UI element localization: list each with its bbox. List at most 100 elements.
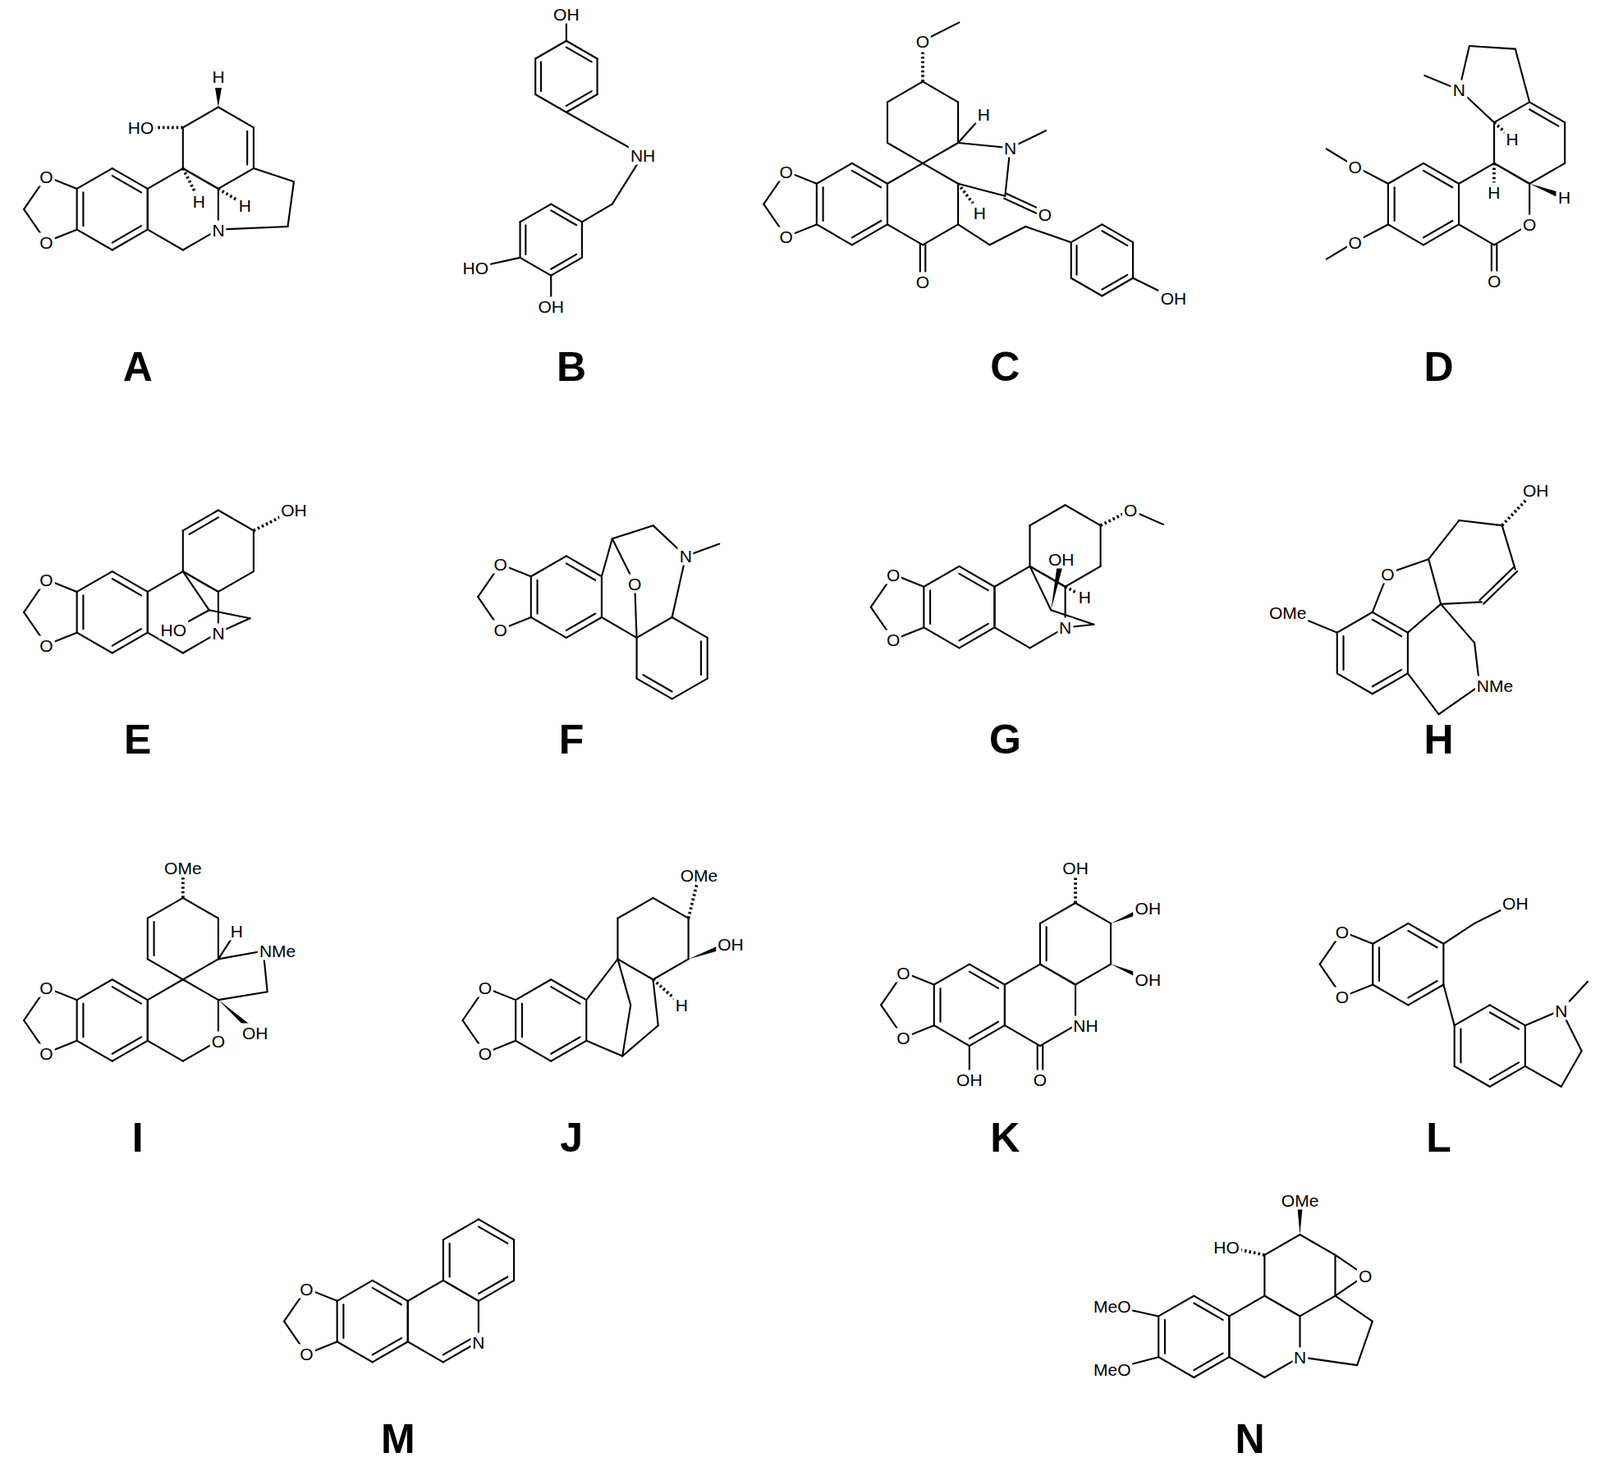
bond-line <box>112 986 142 1004</box>
bond-line <box>1489 1012 1519 1029</box>
bond-line <box>566 614 596 631</box>
bond-line <box>1264 1234 1300 1256</box>
bond-line <box>1407 604 1441 633</box>
atom-label: MeO <box>1091 1297 1133 1316</box>
bond-line <box>993 586 995 629</box>
bond-line <box>183 571 219 592</box>
atom-label: HO <box>1211 1237 1242 1257</box>
bond-line <box>146 591 149 633</box>
bond-line <box>147 168 184 189</box>
bond-line <box>518 221 521 258</box>
atom-label: O <box>1031 1070 1049 1090</box>
bond-line <box>1494 163 1530 184</box>
bond-line <box>183 571 210 610</box>
compound-letter: K <box>988 1117 1022 1159</box>
bond-line <box>617 898 653 919</box>
bond-line <box>1071 278 1103 297</box>
bond-line <box>1378 947 1380 982</box>
atom-label: N <box>1451 80 1468 100</box>
bond-line <box>1299 1296 1335 1317</box>
bond-line <box>600 576 603 618</box>
atom-label: MeO <box>1091 1360 1133 1380</box>
bond-line <box>1372 669 1402 687</box>
atom-label: H <box>1556 187 1573 207</box>
atom-label: O <box>894 962 912 982</box>
bond-line <box>582 204 613 223</box>
atom-label: O <box>1357 1265 1374 1285</box>
atom-label: O <box>37 167 55 187</box>
atom-label: O <box>1485 270 1503 290</box>
atom-label: OH <box>1133 898 1164 918</box>
bond-line <box>1004 984 1006 1026</box>
bond-line <box>1387 183 1390 225</box>
atom-label: N <box>210 220 226 239</box>
bond-line <box>76 188 78 230</box>
bond-line <box>77 229 113 251</box>
bond-line <box>147 958 184 980</box>
bond-line <box>531 617 567 638</box>
compound-letter: N <box>1233 1418 1267 1460</box>
bond-line <box>958 224 991 245</box>
bond-line <box>1480 567 1514 601</box>
bond-line <box>1045 926 1048 961</box>
bond-line <box>939 988 941 1023</box>
bond-line <box>816 224 853 245</box>
bond-line <box>1030 566 1052 610</box>
bond-line <box>218 168 254 189</box>
atom-label: O <box>491 554 509 574</box>
bond-line <box>919 244 922 274</box>
bond-line <box>816 183 818 225</box>
atom-label: N <box>210 623 226 642</box>
bond-line <box>1036 1045 1039 1074</box>
bond-line <box>637 617 673 638</box>
bond-line <box>478 1226 508 1243</box>
bond-line <box>189 517 219 534</box>
compound-letter: E <box>122 719 153 761</box>
bond-line <box>653 979 659 1026</box>
atom-label: OH <box>536 296 566 316</box>
bond-line <box>1228 1315 1230 1358</box>
atom-label: OH <box>954 1070 985 1090</box>
bond-line <box>642 674 672 692</box>
bond-line <box>1490 244 1493 274</box>
bond-line <box>246 131 248 166</box>
bond-line <box>922 163 959 184</box>
bond-line <box>1028 525 1031 567</box>
bond-line <box>1494 101 1530 123</box>
atom-label: O <box>297 1279 315 1298</box>
atom-label: N <box>1057 618 1073 638</box>
bond-line <box>1041 1045 1044 1074</box>
atom-label: O <box>1122 500 1139 520</box>
bond-line <box>1164 1320 1166 1354</box>
bond-line <box>1483 571 1518 605</box>
bond-line <box>969 1022 999 1039</box>
bond-line <box>617 958 631 1005</box>
atom-label: O <box>476 978 494 998</box>
bond-line <box>515 1040 551 1062</box>
bond-line <box>687 918 690 960</box>
bond-line <box>1407 981 1437 998</box>
bond-line <box>852 170 881 188</box>
compound-letter: M <box>379 1418 418 1460</box>
bond-line <box>1458 163 1495 184</box>
bond-line <box>531 555 567 577</box>
bond-line <box>534 58 537 95</box>
bond-line <box>922 142 959 164</box>
bond-line <box>1264 1296 1300 1317</box>
atom-label: O <box>37 232 55 252</box>
bond-line <box>852 220 881 238</box>
atom-label: O <box>1347 232 1364 252</box>
bond-line <box>372 1288 402 1305</box>
bond-line <box>218 571 254 592</box>
bond-line <box>155 126 184 130</box>
bond-line <box>1469 45 1516 50</box>
bond-line <box>601 538 613 577</box>
bond-line <box>146 999 149 1041</box>
atom-label: H <box>1485 182 1502 202</box>
compound-letter: I <box>130 1117 146 1159</box>
atom-label: O <box>1347 156 1364 176</box>
bond-line <box>77 632 113 654</box>
bond-line <box>886 183 889 225</box>
bond-line <box>408 1342 444 1363</box>
bond-line <box>1440 601 1482 604</box>
